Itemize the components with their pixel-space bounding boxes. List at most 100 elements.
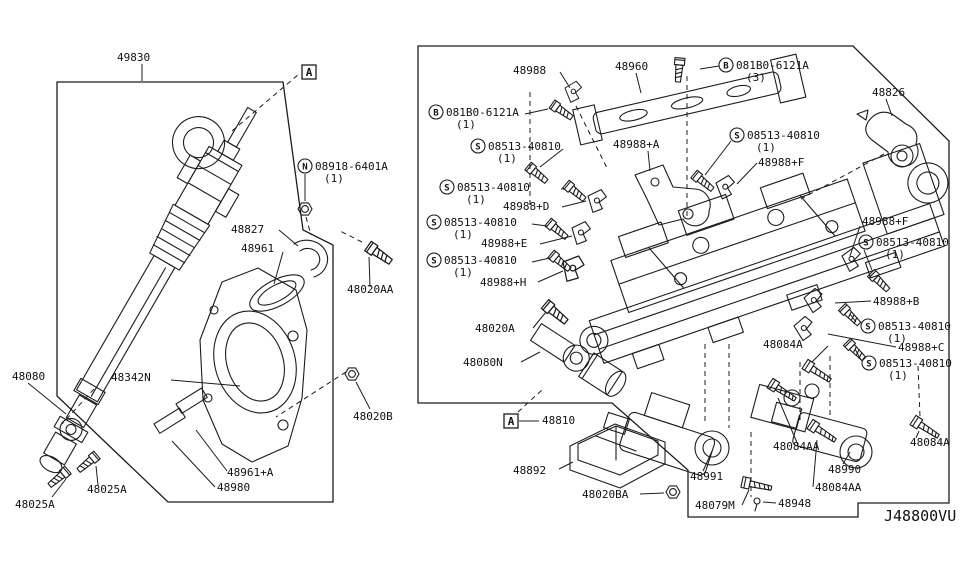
- label-qty-1: (1): [453, 266, 473, 279]
- valve-block-art: [750, 383, 820, 433]
- view-marker-letter: A: [508, 415, 515, 428]
- left-assembly-box: [56, 81, 334, 503]
- screw-08513-icon: [562, 179, 589, 204]
- label-48988-a: 48988+A: [613, 138, 660, 151]
- label-qty-1: (1): [453, 228, 473, 241]
- view-marker-a-bottom: A: [503, 413, 519, 429]
- coupling-strips-art: [153, 387, 208, 434]
- circle-s-icon: [439, 179, 455, 195]
- label-48079m: 48079M: [695, 499, 735, 512]
- construction-dashed-lines: [61, 73, 921, 497]
- prefix-b: B: [723, 62, 729, 72]
- prefix-s: S: [863, 239, 868, 249]
- label-48025a: 48025A: [15, 498, 55, 511]
- circle-s-icon: [860, 318, 876, 334]
- steering-column-assembly-art: [579, 143, 949, 370]
- cover-48892-art: [569, 423, 666, 489]
- label-48988-e: 48988+E: [481, 237, 527, 250]
- bolt-081b0-left-icon: [548, 99, 576, 123]
- steering-shaft-assembly-art: [73, 106, 257, 406]
- label-08513-40810: 08513-40810: [879, 357, 952, 370]
- label-08513-40810: 08513-40810: [876, 236, 949, 249]
- nut-48020b-icon: [344, 367, 360, 381]
- label-qty-1: (1): [497, 152, 517, 165]
- label-48961: 48961: [241, 242, 274, 255]
- leader-lines: [27, 64, 920, 506]
- prefix-s: S: [865, 323, 870, 333]
- label-48960: 48960: [615, 60, 648, 73]
- label-48948: 48948: [778, 497, 811, 510]
- screw-08513-icon: [547, 249, 574, 274]
- hardware-labels: B 081B0-6121A (3) B 081B0-6121A (1) N 08…: [297, 57, 952, 382]
- label-48827: 48827: [231, 223, 264, 236]
- label-48991: 48991: [690, 470, 723, 483]
- circle-s-icon: [858, 234, 874, 250]
- right-assembly-box: [417, 45, 950, 518]
- clamp-48826-art: [856, 109, 919, 168]
- label-08513-40810: 08513-40810: [488, 140, 561, 153]
- label-48020ba: 48020BA: [582, 488, 629, 501]
- label-48988-c: 48988+C: [898, 341, 944, 354]
- joint-48080n-art: [530, 323, 627, 397]
- label-48020aa: 48020AA: [347, 283, 394, 296]
- screw-48079m-icon: [740, 476, 774, 495]
- prefix-s: S: [475, 143, 480, 153]
- screw-08513-icon: [690, 169, 717, 194]
- part-labels: 49830 48988 48960 48826 48988+A 48988+F …: [12, 51, 950, 512]
- label-48988: 48988: [513, 64, 546, 77]
- clip-48988d-icon: [586, 188, 610, 214]
- label-48342n: 48342N: [111, 371, 151, 384]
- view-marker-a-top: A: [301, 64, 317, 80]
- circle-n-icon: [297, 158, 313, 174]
- circle-s-icon: [426, 252, 442, 268]
- bracket-48988a-art: [634, 164, 711, 227]
- column-bracket-art: [572, 53, 807, 146]
- screw-08513-icon: [866, 268, 893, 295]
- label-081b0-6121a: 081B0-6121A: [736, 59, 809, 72]
- label-qty-1: (1): [756, 141, 776, 154]
- label-qty-1: (1): [324, 172, 344, 185]
- label-48892: 48892: [513, 464, 546, 477]
- prefix-s: S: [431, 219, 436, 229]
- bolt-48084a-icon: [801, 358, 834, 386]
- label-qty-1: (1): [885, 248, 905, 261]
- motor-48991-art: [602, 392, 730, 476]
- label-08513-40810: 08513-40810: [444, 254, 517, 267]
- label-08513-40810: 08513-40810: [747, 129, 820, 142]
- label-48020a: 48020A: [475, 322, 515, 335]
- circle-s-icon: [470, 138, 486, 154]
- seal-and-dust-cover-art: [249, 239, 329, 312]
- label-48084aa: 48084AA: [773, 440, 820, 453]
- clip-48988e-icon: [570, 220, 594, 246]
- diagram-code: J48800VU: [884, 507, 956, 525]
- label-qty-3: (3): [746, 71, 766, 84]
- label-48080n: 48080N: [463, 356, 503, 369]
- label-48988-h: 48988+H: [480, 276, 526, 289]
- label-49830: 49830: [117, 51, 150, 64]
- screw-48025a-icon: [45, 465, 72, 490]
- label-48080: 48080: [12, 370, 45, 383]
- label-qty-1: (1): [888, 369, 908, 382]
- lower-joint-art: [39, 394, 98, 474]
- label-48810: 48810: [542, 414, 575, 427]
- prefix-b: B: [433, 109, 439, 119]
- label-08918-6401a: 08918-6401A: [315, 160, 388, 173]
- circle-s-icon: [426, 214, 442, 230]
- label-48961-a: 48961+A: [227, 466, 274, 479]
- label-48990: 48990: [828, 463, 861, 476]
- label-48084a-right: 48084A: [910, 436, 950, 449]
- nut-48020ba-icon: [665, 485, 681, 499]
- label-48988-f-right: 48988+F: [862, 215, 908, 228]
- prefix-n: N: [302, 163, 307, 173]
- motor-48990-art: [770, 401, 873, 469]
- view-marker-letter: A: [306, 66, 313, 79]
- prefix-s: S: [866, 360, 871, 370]
- prefix-s: S: [734, 132, 739, 142]
- label-08513-40810: 08513-40810: [878, 320, 951, 333]
- label-qty-1: (1): [456, 118, 476, 131]
- label-qty-1: (1): [466, 193, 486, 206]
- label-48988-d: 48988+D: [503, 200, 549, 213]
- label-48988-b: 48988+B: [873, 295, 920, 308]
- label-48020b: 48020B: [353, 410, 393, 423]
